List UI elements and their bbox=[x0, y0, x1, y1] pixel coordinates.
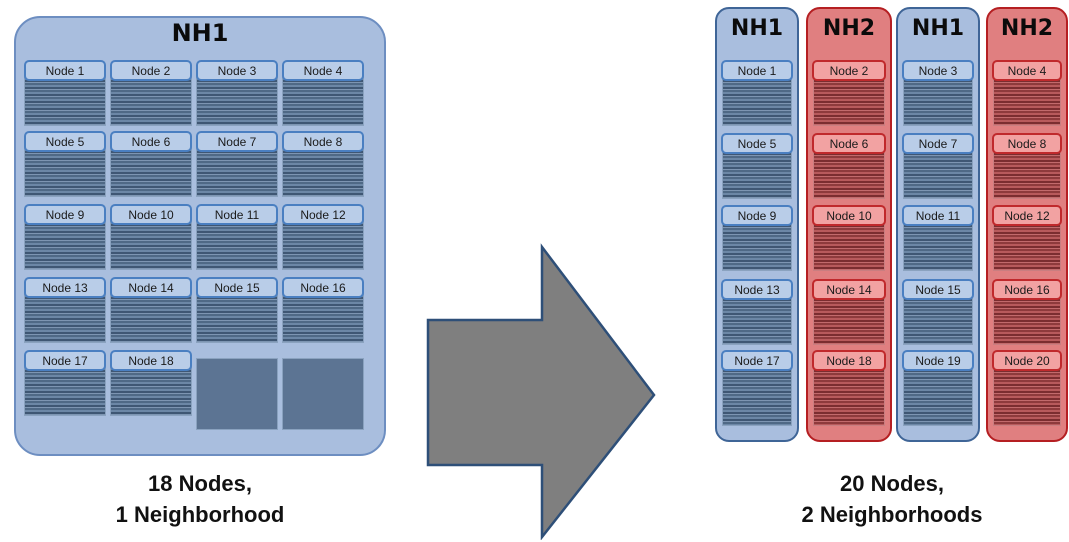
empty-slot bbox=[196, 358, 278, 430]
empty-slot bbox=[282, 358, 364, 430]
neighborhood-title: NH1 bbox=[171, 19, 229, 47]
node-label: Node 10 bbox=[110, 204, 192, 225]
node-label: Node 19 bbox=[902, 350, 974, 371]
left-caption-line1: 18 Nodes, bbox=[148, 471, 252, 496]
node-label: Node 4 bbox=[992, 60, 1062, 81]
node-label: Node 5 bbox=[721, 133, 793, 154]
node-label: Node 13 bbox=[721, 279, 793, 300]
node-label: Node 6 bbox=[110, 131, 192, 152]
node-label: Node 1 bbox=[24, 60, 106, 81]
node-label: Node 2 bbox=[812, 60, 886, 81]
right-caption: 20 Nodes, 2 Neighborhoods bbox=[716, 468, 1068, 530]
node-label: Node 8 bbox=[992, 133, 1062, 154]
node-label: Node 7 bbox=[902, 133, 974, 154]
node-label: Node 14 bbox=[812, 279, 886, 300]
node-label: Node 15 bbox=[196, 277, 278, 298]
right-caption-line2: 2 Neighborhoods bbox=[801, 502, 983, 527]
neighborhood-column-title: NH2 bbox=[822, 16, 876, 41]
node-label: Node 6 bbox=[812, 133, 886, 154]
node-label: Node 12 bbox=[282, 204, 364, 225]
node-label: Node 13 bbox=[24, 277, 106, 298]
neighborhood-column-title: NH1 bbox=[730, 16, 784, 41]
right-arrow-icon bbox=[426, 243, 656, 540]
node-label: Node 12 bbox=[992, 205, 1062, 226]
node-label: Node 17 bbox=[721, 350, 793, 371]
node-label: Node 18 bbox=[110, 350, 192, 371]
node-label: Node 18 bbox=[812, 350, 886, 371]
node-label: Node 17 bbox=[24, 350, 106, 371]
node-label: Node 20 bbox=[992, 350, 1062, 371]
node-label: Node 15 bbox=[902, 279, 974, 300]
left-caption-line2: 1 Neighborhood bbox=[115, 502, 285, 527]
node-label: Node 10 bbox=[812, 205, 886, 226]
node-label: Node 9 bbox=[24, 204, 106, 225]
node-label: Node 11 bbox=[902, 205, 974, 226]
node-label: Node 11 bbox=[196, 204, 278, 225]
node-label: Node 1 bbox=[721, 60, 793, 81]
node-label: Node 9 bbox=[721, 205, 793, 226]
node-label: Node 4 bbox=[282, 60, 364, 81]
node-label: Node 16 bbox=[282, 277, 364, 298]
node-label: Node 3 bbox=[902, 60, 974, 81]
neighborhood-column-title: NH2 bbox=[1000, 16, 1054, 41]
neighborhood-column-title: NH1 bbox=[911, 16, 965, 41]
node-label: Node 2 bbox=[110, 60, 192, 81]
node-label: Node 3 bbox=[196, 60, 278, 81]
node-label: Node 5 bbox=[24, 131, 106, 152]
right-caption-line1: 20 Nodes, bbox=[840, 471, 944, 496]
node-label: Node 14 bbox=[110, 277, 192, 298]
left-caption: 18 Nodes, 1 Neighborhood bbox=[14, 468, 386, 530]
node-label: Node 8 bbox=[282, 131, 364, 152]
node-label: Node 7 bbox=[196, 131, 278, 152]
node-label: Node 16 bbox=[992, 279, 1062, 300]
